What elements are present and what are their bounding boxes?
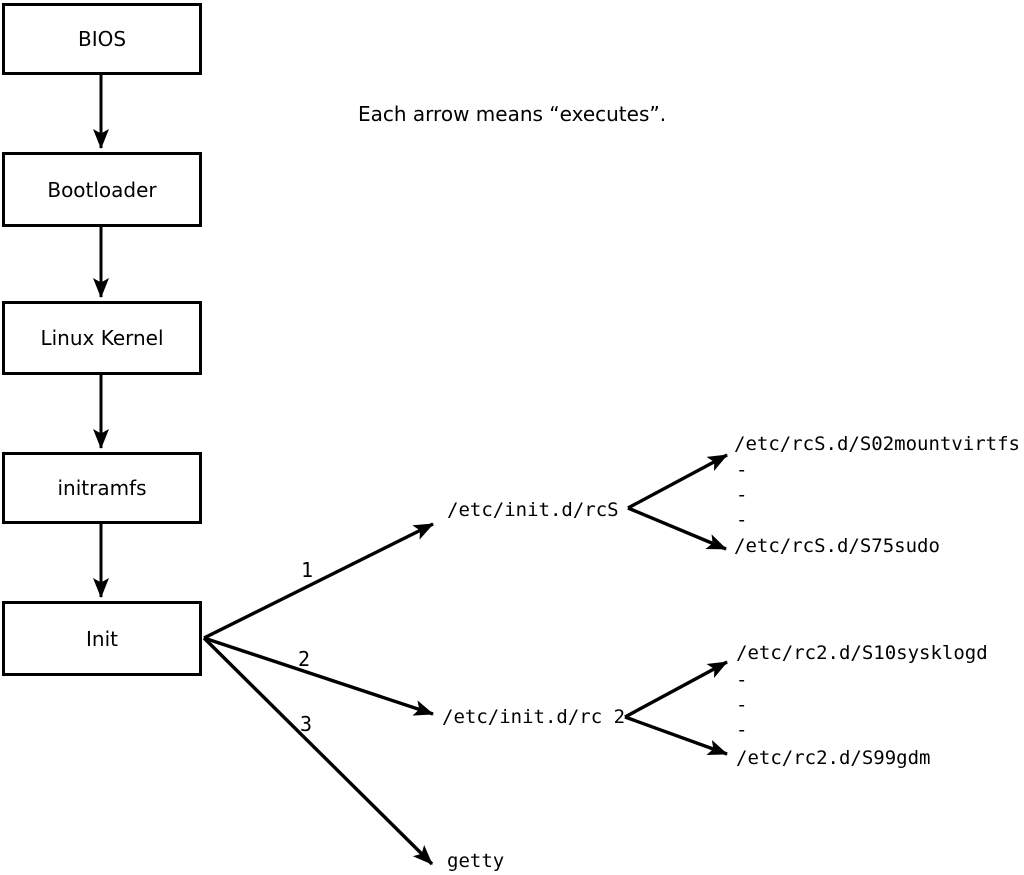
rc2-ellipsis-dash: - (736, 694, 748, 716)
node-etc-init-d-rc2: /etc/init.d/rc 2 (442, 706, 626, 728)
box-linux-kernel-label: Linux Kernel (40, 326, 164, 350)
arrow-rcS-to-S75sudo (627, 506, 727, 551)
edge-number-1: 1 (301, 558, 314, 582)
rc2-ellipsis-dash: - (736, 669, 748, 691)
node-rcS-S02mountvirtfs: /etc/rcS.d/S02mountvirtfs (734, 433, 1020, 455)
arrow-init-to-rcS (203, 522, 434, 640)
rcS-ellipsis-dash: - (736, 509, 748, 531)
node-etc-init-d-rcS: /etc/init.d/rcS (447, 499, 619, 521)
node-rc2-S10sysklogd: /etc/rc2.d/S10sysklogd (736, 642, 988, 664)
rcS-ellipsis-dash: - (736, 459, 748, 481)
caption: Each arrow means “executes”. (358, 102, 667, 126)
node-getty: getty (447, 850, 505, 872)
rcS-ellipsis-dash: - (736, 484, 748, 506)
box-linux-kernel: Linux Kernel (2, 301, 202, 375)
box-bios: BIOS (2, 3, 202, 75)
edge-number-2: 2 (298, 647, 311, 671)
arrow-init-to-getty (202, 636, 434, 866)
arrow-rcS-to-S02mountvirtfs (627, 453, 728, 510)
box-bios-label: BIOS (77, 27, 127, 51)
arrow-rc2-to-S99gdm (624, 715, 728, 756)
box-bootloader-label: Bootloader (47, 177, 157, 202)
node-rc2-S99gdm: /etc/rc2.d/S99gdm (736, 747, 931, 769)
rc2-ellipsis-dash: - (736, 719, 748, 741)
edge-number-3: 3 (300, 712, 313, 736)
box-init: Init (2, 601, 202, 676)
box-init-label: Init (86, 626, 118, 651)
box-initramfs-label: initramfs (57, 476, 147, 500)
arrow-rc2-to-S10sysklogd (624, 660, 728, 719)
arrow-init-to-rc2 (203, 636, 434, 716)
box-bootloader: Bootloader (2, 152, 202, 227)
node-rcS-S75sudo: /etc/rcS.d/S75sudo (734, 535, 940, 557)
box-initramfs: initramfs (2, 452, 202, 524)
